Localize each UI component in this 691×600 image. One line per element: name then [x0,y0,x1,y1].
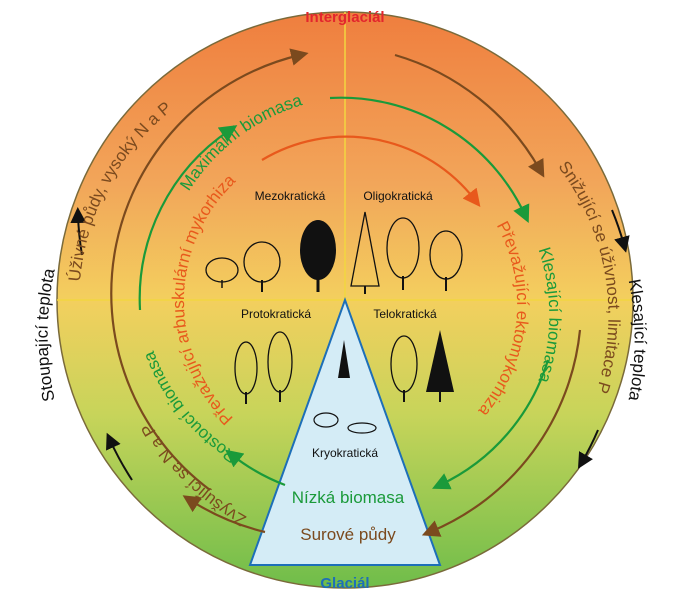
brown-arrow-right [421,329,582,537]
dwarf-shrub-icon [347,422,377,434]
small-conifer-icon [338,340,350,378]
outer-arrow-left-top [70,207,87,256]
title-glacial: Glaciál [320,575,369,592]
green-arrow-left [138,125,238,311]
tree-icons-oligokraticka [350,211,463,294]
tree-icons-telokraticka [390,330,454,402]
deciduous-tree-icon [429,230,463,291]
label-telokraticka: Telokratická [373,307,437,321]
title-interglacial: Interglaciál [305,9,384,26]
outer-arrow-right-top [611,209,630,253]
label-oligokraticka: Oligokratická [363,189,433,203]
label-low-biomass: Nízká biomasa [292,488,405,507]
shrub-icon [205,257,239,288]
dwarf-shrub-icon [313,412,339,428]
green-arrow-right [432,359,550,490]
dark-tree-icon [300,220,336,292]
label-kryokraticka: Kryokratická [312,446,378,460]
tree-icons-mezokraticka [205,220,336,292]
label-mezokraticka: Mezokratická [255,189,326,203]
deciduous-tree-icon [243,241,281,292]
green-arrow-top [329,96,530,223]
glacial-triangle [248,297,442,566]
birch-tree-icon [234,341,258,404]
deciduous-tree-icon [390,335,418,402]
conifer-icon [350,211,380,294]
conifer-dark-icon [426,330,454,402]
tree-icons-protokraticka [234,331,293,404]
orange-arrow-top [261,135,481,207]
label-protokraticka: Protokratická [241,307,311,321]
outer-text-rising-temp: Stoupající teplota [33,266,59,403]
tree-icons-kryokraticka [313,340,377,434]
birch-tree-icon [267,331,293,402]
green-arrow-bottom [225,449,286,487]
birch-tree-icon [386,217,420,290]
outer-arrow-left-bottom [106,432,133,481]
brown-arrow-bottom [182,495,266,534]
brown-arrow-left [110,48,309,491]
brown-arrow-top [394,53,545,178]
outer-arrow-right-bottom [578,429,599,469]
label-raw-soils: Surové půdy [300,525,396,544]
